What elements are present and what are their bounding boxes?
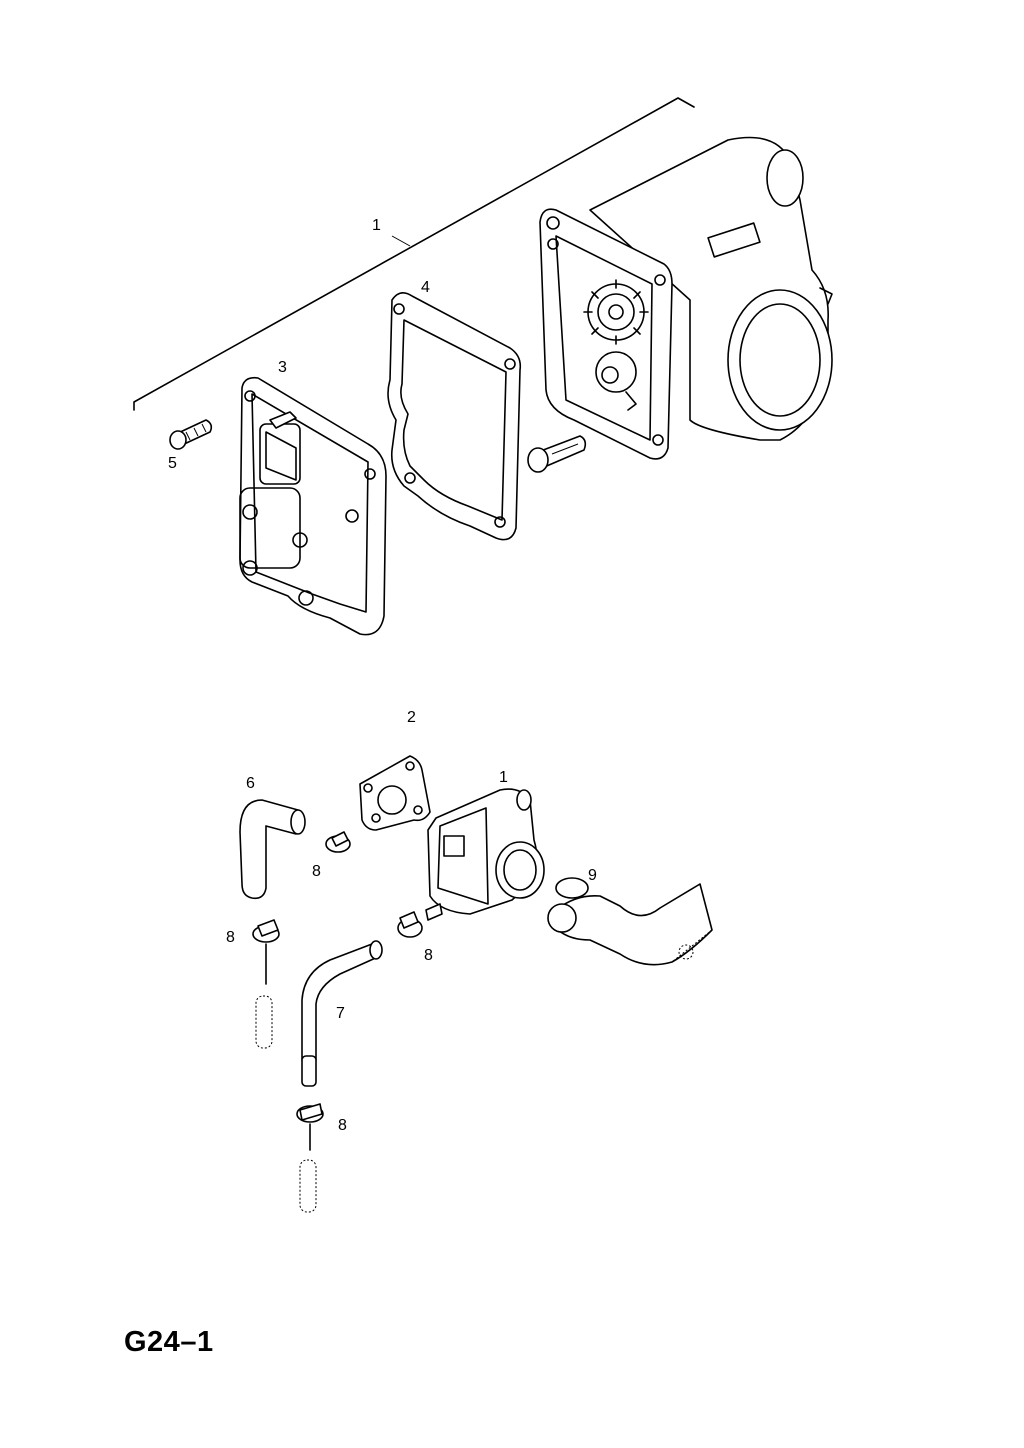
gear-icon [583, 279, 649, 411]
callout-8-a: 8 [312, 863, 321, 880]
assembly-bracket-line [133, 97, 695, 411]
callout-4: 4 [421, 279, 430, 296]
hose-6 [239, 799, 306, 900]
hose-stub-dotted [255, 995, 317, 1213]
throttle-gasket-small [359, 755, 431, 831]
throttle-body-small [425, 788, 545, 921]
callout-5: 5 [168, 455, 177, 472]
callout-7: 7 [336, 1005, 345, 1022]
cover-gasket [387, 292, 522, 541]
callout-6: 6 [246, 775, 255, 792]
hose-9 [547, 877, 713, 966]
callout-2: 2 [407, 709, 416, 726]
actuator-cover [239, 376, 387, 636]
throttle-body-large [539, 136, 833, 460]
clamp-8-a [325, 831, 351, 853]
callout-9: 9 [588, 867, 597, 884]
callout-3: 3 [278, 359, 287, 376]
clamp-8-b [252, 919, 280, 985]
callout-1-top: 1 [372, 217, 381, 234]
callout-8-b: 8 [226, 929, 235, 946]
clamp-8-d [296, 1103, 324, 1151]
callout-8-c: 8 [424, 947, 433, 964]
flange-bolt [527, 435, 587, 473]
callout-8-d: 8 [338, 1117, 347, 1134]
screw [169, 419, 213, 450]
clamp-8-c [397, 911, 423, 938]
page-code-label: G24–1 [124, 1326, 214, 1358]
callout-1-bottom: 1 [499, 769, 508, 786]
hose-7 [301, 940, 383, 1087]
